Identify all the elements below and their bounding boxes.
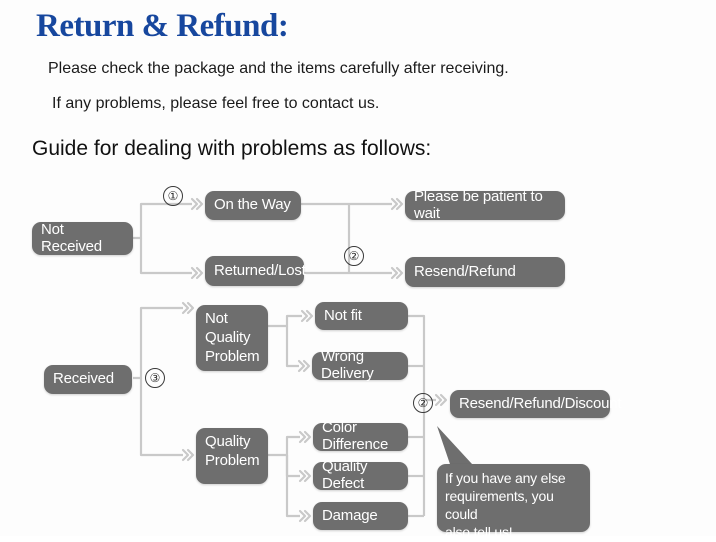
instruction-line-1: Please check the package and the items c…	[48, 60, 509, 77]
page-title: Return & Refund:	[36, 8, 289, 44]
instruction-line-2: If any problems, please feel free to con…	[52, 95, 380, 112]
node-not-received[interactable]: Not Received	[32, 221, 133, 255]
node-resend-refund-discount[interactable]: Resend/Refund/Discount	[450, 390, 622, 418]
node-wrong-delivery[interactable]: Wrong Delivery	[312, 348, 408, 382]
marker-two-top: ②	[344, 246, 364, 266]
node-not-quality-problem[interactable]: Not Quality Problem	[196, 305, 268, 371]
guide-heading: Guide for dealing with problems as follo…	[32, 137, 432, 160]
marker-two-bottom: ②	[413, 393, 433, 413]
marker-one: ①	[163, 186, 183, 206]
node-color-difference[interactable]: Color Difference	[313, 419, 408, 453]
node-returned-lost[interactable]: Returned/Lost	[205, 256, 306, 286]
node-quality-defect[interactable]: Quality Defect	[313, 458, 408, 492]
node-received[interactable]: Received	[44, 365, 132, 394]
flowchart: Not Received On the Way Returned/Lost Pl…	[0, 178, 716, 540]
node-quality-problem[interactable]: Quality Problem	[196, 428, 268, 484]
node-not-fit[interactable]: Not fit	[315, 302, 408, 330]
node-please-be-patient[interactable]: Please be patient to wait	[405, 188, 565, 221]
marker-three: ③	[145, 368, 165, 388]
node-on-the-way[interactable]: On the Way	[205, 191, 301, 220]
node-resend-refund[interactable]: Resend/Refund	[405, 257, 565, 287]
callout-pointer	[437, 426, 472, 470]
callout-bubble: If you have any else requirements, you c…	[437, 464, 590, 540]
node-damage[interactable]: Damage	[313, 502, 408, 530]
